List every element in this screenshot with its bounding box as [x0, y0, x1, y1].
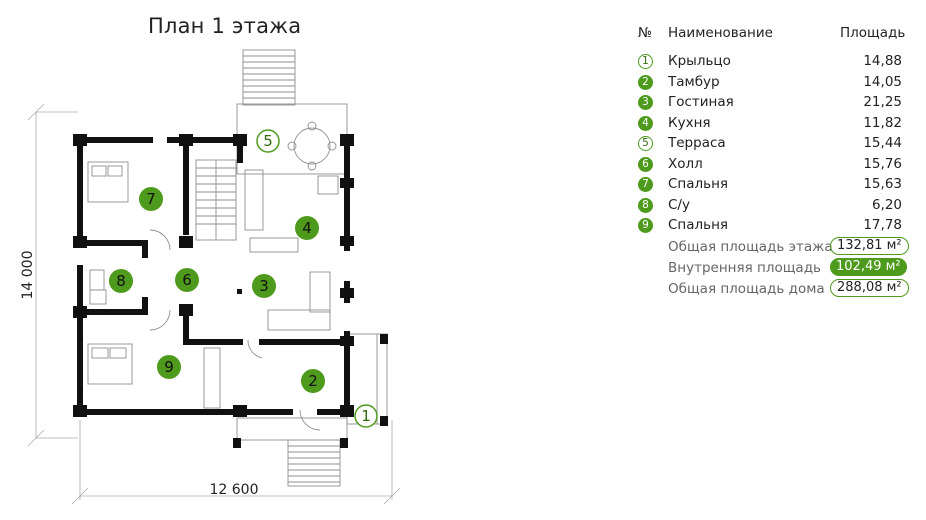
room-area: 11,82 [863, 114, 902, 131]
room-area: 21,25 [863, 94, 902, 110]
total-label: Общая площадь дома [668, 281, 825, 297]
walls [77, 137, 350, 415]
dimension-width: 12 600 [210, 482, 259, 498]
room-name: Спальня [668, 176, 729, 192]
room-number-badge: 7 [638, 177, 653, 192]
room-name: Спальня [668, 217, 729, 233]
room-marker-9: 9 [157, 355, 181, 379]
room-name: Холл [668, 155, 703, 172]
room-marker-4: 4 [295, 216, 319, 240]
room-area: 15,44 [863, 135, 902, 151]
table-row: 2 Тамбур 14,05 [630, 73, 920, 93]
header-number: № [638, 25, 653, 41]
dimension-height: 14 000 [20, 251, 36, 300]
room-name: Тамбур [668, 73, 720, 90]
table-row: 3 Гостиная 21,25 [630, 93, 920, 113]
room-name: Кухня [668, 114, 711, 131]
room-number-badge: 8 [638, 197, 653, 213]
room-marker-8: 8 [109, 269, 133, 293]
header-name: Наименование [668, 25, 773, 41]
room-name: Гостиная [668, 94, 734, 110]
dimension-lines [27, 103, 401, 505]
room-area: 6,20 [871, 196, 902, 213]
table-row: 4 Кухня 11,82 [630, 114, 920, 134]
room-markers: 1 2 3 4 5 6 7 8 [109, 129, 378, 428]
area-table: № Наименование Площадь 1 Крыльцо 14,88 2… [630, 22, 920, 297]
svg-text:3: 3 [259, 277, 269, 295]
table-header: № Наименование Площадь [630, 22, 920, 48]
room-name: С/у [668, 196, 690, 213]
room-name: Крыльцо [668, 53, 731, 69]
room-number-badge: 5 [638, 136, 653, 151]
room-marker-5: 5 [256, 129, 280, 153]
header-area: Площадь [840, 25, 906, 41]
total-label: Внутренняя площадь [668, 260, 821, 276]
room-number-badge: 3 [638, 95, 653, 110]
room-marker-2: 2 [301, 369, 325, 393]
svg-text:5: 5 [263, 132, 273, 150]
room-marker-3: 3 [252, 274, 276, 298]
room-area: 15,63 [863, 176, 902, 192]
svg-text:2: 2 [308, 372, 318, 390]
total-row-inner: Внутренняя площадь 102,49 м² [630, 258, 926, 279]
svg-text:1: 1 [361, 407, 371, 425]
room-area: 17,78 [863, 217, 902, 233]
total-row-floor: Общая площадь этажа 132,81 м² [630, 237, 926, 258]
room-number-badge: 2 [638, 74, 653, 90]
table-row: 9 Спальня 17,78 [630, 216, 920, 236]
total-value: 102,49 м² [830, 258, 907, 276]
room-number-badge: 6 [638, 156, 653, 172]
table-row: 7 Спальня 15,63 [630, 175, 920, 195]
svg-text:9: 9 [164, 358, 174, 376]
table-row: 5 Терраса 15,44 [630, 134, 920, 154]
room-area: 14,88 [863, 53, 902, 69]
total-row-house: Общая площадь дома 288,08 м² [630, 279, 926, 300]
room-number-badge: 9 [638, 218, 653, 233]
room-name: Терраса [668, 135, 726, 151]
page-title: План 1 этажа [148, 14, 302, 38]
room-number-badge: 1 [638, 54, 653, 69]
svg-text:6: 6 [182, 271, 192, 289]
table-row: 6 Холл 15,76 [630, 155, 920, 175]
svg-text:4: 4 [302, 219, 312, 237]
svg-text:8: 8 [116, 272, 126, 290]
room-marker-6: 6 [175, 268, 199, 292]
total-value: 288,08 м² [830, 279, 909, 297]
total-value: 132,81 м² [830, 237, 909, 255]
total-label: Общая площадь этажа [668, 239, 833, 255]
table-row: 1 Крыльцо 14,88 [630, 52, 920, 72]
room-number-badge: 4 [638, 115, 653, 131]
room-marker-7: 7 [139, 187, 163, 211]
wall-posts [73, 134, 388, 448]
room-area: 15,76 [863, 155, 902, 172]
plan-details [87, 49, 388, 487]
room-area: 14,05 [863, 73, 902, 90]
svg-text:7: 7 [146, 190, 156, 208]
room-marker-1: 1 [354, 404, 378, 428]
table-row: 8 С/у 6,20 [630, 196, 920, 216]
